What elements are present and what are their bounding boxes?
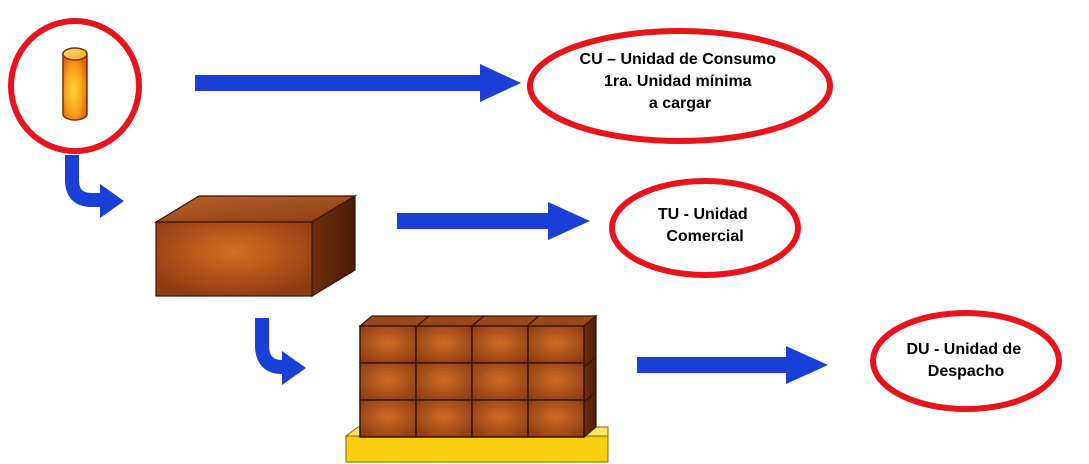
cu-label-ellipse bbox=[527, 28, 833, 144]
box-cell-inset bbox=[369, 369, 407, 394]
cylinder-icon bbox=[62, 47, 88, 121]
tu-label-ellipse bbox=[609, 178, 801, 278]
box-cell bbox=[471, 399, 529, 438]
box-cell-inset bbox=[481, 406, 519, 431]
cu-label-line-1: CU – Unidad de Consumo bbox=[580, 51, 777, 68]
pallet-base bbox=[345, 435, 609, 463]
curved-arrow-tu-to-du bbox=[255, 318, 306, 385]
box-cell-inset bbox=[425, 406, 463, 431]
cu-label-line-2: 1ra. Unidad mínima bbox=[604, 73, 752, 90]
du-label: DU - Unidad de Despacho bbox=[870, 310, 1062, 412]
curved-arrow-cu-to-tu bbox=[65, 155, 124, 218]
box-grid bbox=[359, 325, 585, 438]
box-cell bbox=[471, 362, 529, 401]
box-cell bbox=[415, 325, 473, 364]
box-cell bbox=[415, 362, 473, 401]
box-cell bbox=[415, 399, 473, 438]
arrow-cu-to-label bbox=[195, 64, 521, 102]
arrow-tu-to-label bbox=[397, 202, 590, 240]
box-cell bbox=[471, 325, 529, 364]
box-cell-inset bbox=[425, 369, 463, 394]
box-cell bbox=[527, 362, 585, 401]
box-cell bbox=[359, 325, 417, 364]
box-cell-inset bbox=[425, 332, 463, 357]
du-label-line-2: Despacho bbox=[928, 363, 1005, 380]
box-cell-inset bbox=[537, 369, 575, 394]
box-cell bbox=[527, 325, 585, 364]
box-cell bbox=[527, 399, 585, 438]
cu-node bbox=[8, 18, 142, 154]
arrow-du-to-label bbox=[637, 346, 828, 384]
du-pallet-icon bbox=[344, 314, 609, 463]
box-cell-inset bbox=[369, 406, 407, 431]
tu-label: TU - Unidad Comercial bbox=[609, 178, 801, 278]
box-cell-inset bbox=[537, 332, 575, 357]
cu-label: CU – Unidad de Consumo 1ra. Unidad mínim… bbox=[527, 28, 833, 144]
tu-label-line-1: TU - Unidad bbox=[658, 206, 748, 223]
svg-text:DU - Unidad de Despacho: DU - Unidad de Despacho bbox=[906, 341, 1025, 380]
tu-label-line-2: Comercial bbox=[666, 228, 743, 245]
cu-node-ellipse bbox=[8, 18, 142, 154]
cu-label-line-3: a cargar bbox=[649, 95, 711, 112]
box-cell bbox=[359, 362, 417, 401]
box-cell bbox=[359, 399, 417, 438]
svg-text:CU – Unidad de Consumo 1: CU – Unidad de Consumo 1ra. Unidad mínim… bbox=[580, 51, 781, 112]
svg-text:TU - Unidad Comercial: TU - Unidad Comercial bbox=[658, 206, 752, 245]
box-cell-inset bbox=[369, 332, 407, 357]
box-cell-inset bbox=[537, 406, 575, 431]
du-label-line-1: DU - Unidad de bbox=[906, 341, 1021, 358]
du-label-ellipse bbox=[870, 310, 1062, 412]
tu-box-icon bbox=[153, 194, 358, 298]
box-cell-inset bbox=[481, 332, 519, 357]
box-cell-inset bbox=[481, 369, 519, 394]
